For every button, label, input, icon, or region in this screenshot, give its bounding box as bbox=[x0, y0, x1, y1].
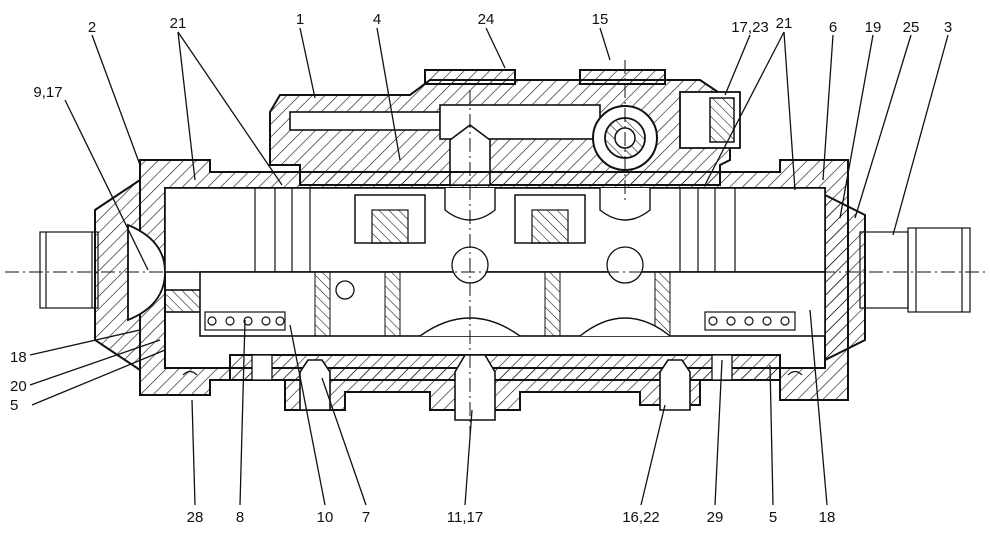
label-29: 29 bbox=[707, 509, 724, 526]
label-4: 4 bbox=[373, 11, 381, 28]
label-16-22: 16,22 bbox=[622, 509, 660, 526]
label-7: 7 bbox=[362, 509, 370, 526]
label-28: 28 bbox=[187, 509, 204, 526]
label-17-23: 17,23 bbox=[731, 19, 769, 36]
part-labels: 1 2 3 4 5 5 6 7 8 9,17 10 11,17 15 16,22… bbox=[10, 11, 952, 526]
label-25: 25 bbox=[903, 19, 920, 36]
label-3: 3 bbox=[944, 19, 952, 36]
spring-right bbox=[704, 311, 796, 331]
label-11-17: 11,17 bbox=[447, 509, 483, 526]
label-10: 10 bbox=[317, 509, 334, 526]
label-1: 1 bbox=[296, 11, 304, 28]
label-21-left: 21 bbox=[170, 15, 187, 32]
label-18-left: 18 bbox=[10, 349, 27, 366]
spool-upper bbox=[164, 187, 826, 273]
label-2: 2 bbox=[88, 19, 96, 36]
label-21-right: 21 bbox=[776, 15, 793, 32]
housing-upper bbox=[269, 69, 741, 186]
label-8: 8 bbox=[236, 509, 244, 526]
label-9-17: 9,17 bbox=[33, 84, 62, 101]
label-6: 6 bbox=[829, 19, 837, 36]
label-18-right: 18 bbox=[819, 509, 836, 526]
label-5-right: 5 bbox=[769, 509, 777, 526]
label-19: 19 bbox=[865, 19, 882, 36]
label-24: 24 bbox=[478, 11, 495, 28]
label-20: 20 bbox=[10, 378, 27, 395]
label-5-left: 5 bbox=[10, 397, 18, 414]
spool-lower bbox=[199, 246, 826, 337]
center-lines bbox=[5, 60, 985, 440]
leader-lines bbox=[29, 27, 949, 506]
label-15: 15 bbox=[592, 11, 609, 28]
